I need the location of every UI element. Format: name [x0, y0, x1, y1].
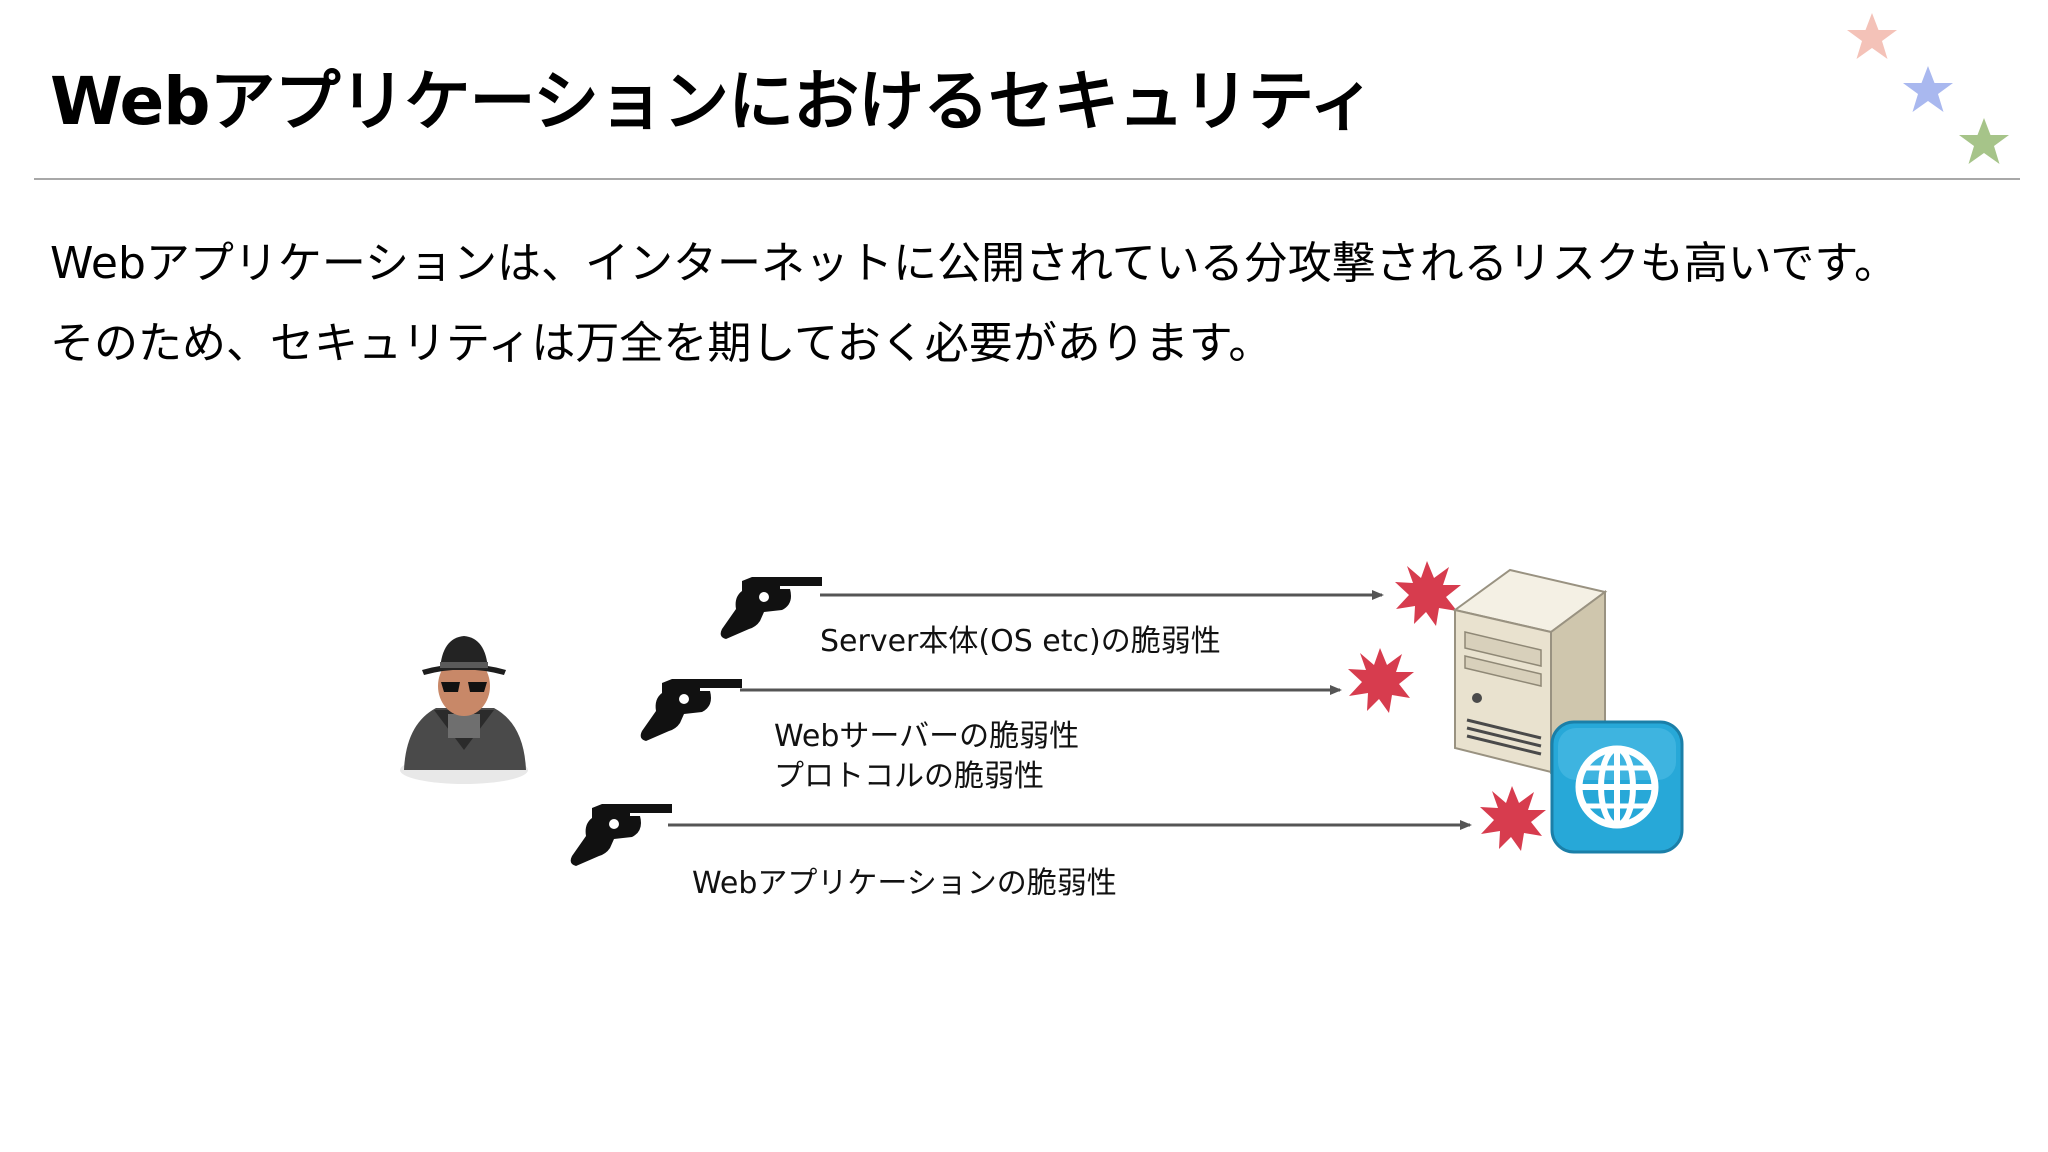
attack-label: Server本体(OS etc)の脆弱性 [820, 622, 1221, 662]
globe-icon [1550, 720, 1684, 854]
revolver-icon [720, 577, 822, 639]
revolver-icon [640, 679, 742, 741]
star-icon [1903, 66, 1953, 112]
star-icon [1847, 13, 1897, 59]
attack-label-line: Webサーバーの脆弱性 [774, 719, 1080, 754]
title-divider [34, 178, 2020, 180]
star-icon [1959, 118, 2009, 164]
burst-icon [1480, 786, 1546, 851]
burst-icon [1395, 561, 1461, 626]
attack-label-line: Server本体(OS etc)の脆弱性 [820, 624, 1221, 659]
hacker-icon [400, 636, 528, 784]
body-line: そのため、セキュリティは万全を期しておく必要があります。 [50, 318, 1273, 369]
attack-label: Webサーバーの脆弱性 プロトコルの脆弱性 [774, 717, 1079, 797]
attack-label: Webアプリケーションの脆弱性 [692, 864, 1117, 904]
star-decoration [1847, 13, 2009, 164]
burst-icon [1348, 648, 1414, 713]
slide-title: Webアプリケーションにおけるセキュリティ [50, 63, 1375, 140]
body-line: Webアプリケーションは、インターネットに公開されている分攻撃されるリスクも高い… [50, 238, 1899, 289]
attack-label-line: Webアプリケーションの脆弱性 [692, 866, 1117, 901]
revolver-icon [570, 804, 672, 866]
attack-label-line: プロトコルの脆弱性 [774, 759, 1044, 794]
body-text: Webアプリケーションは、インターネットに公開されている分攻撃されるリスクも高い… [50, 224, 1898, 384]
